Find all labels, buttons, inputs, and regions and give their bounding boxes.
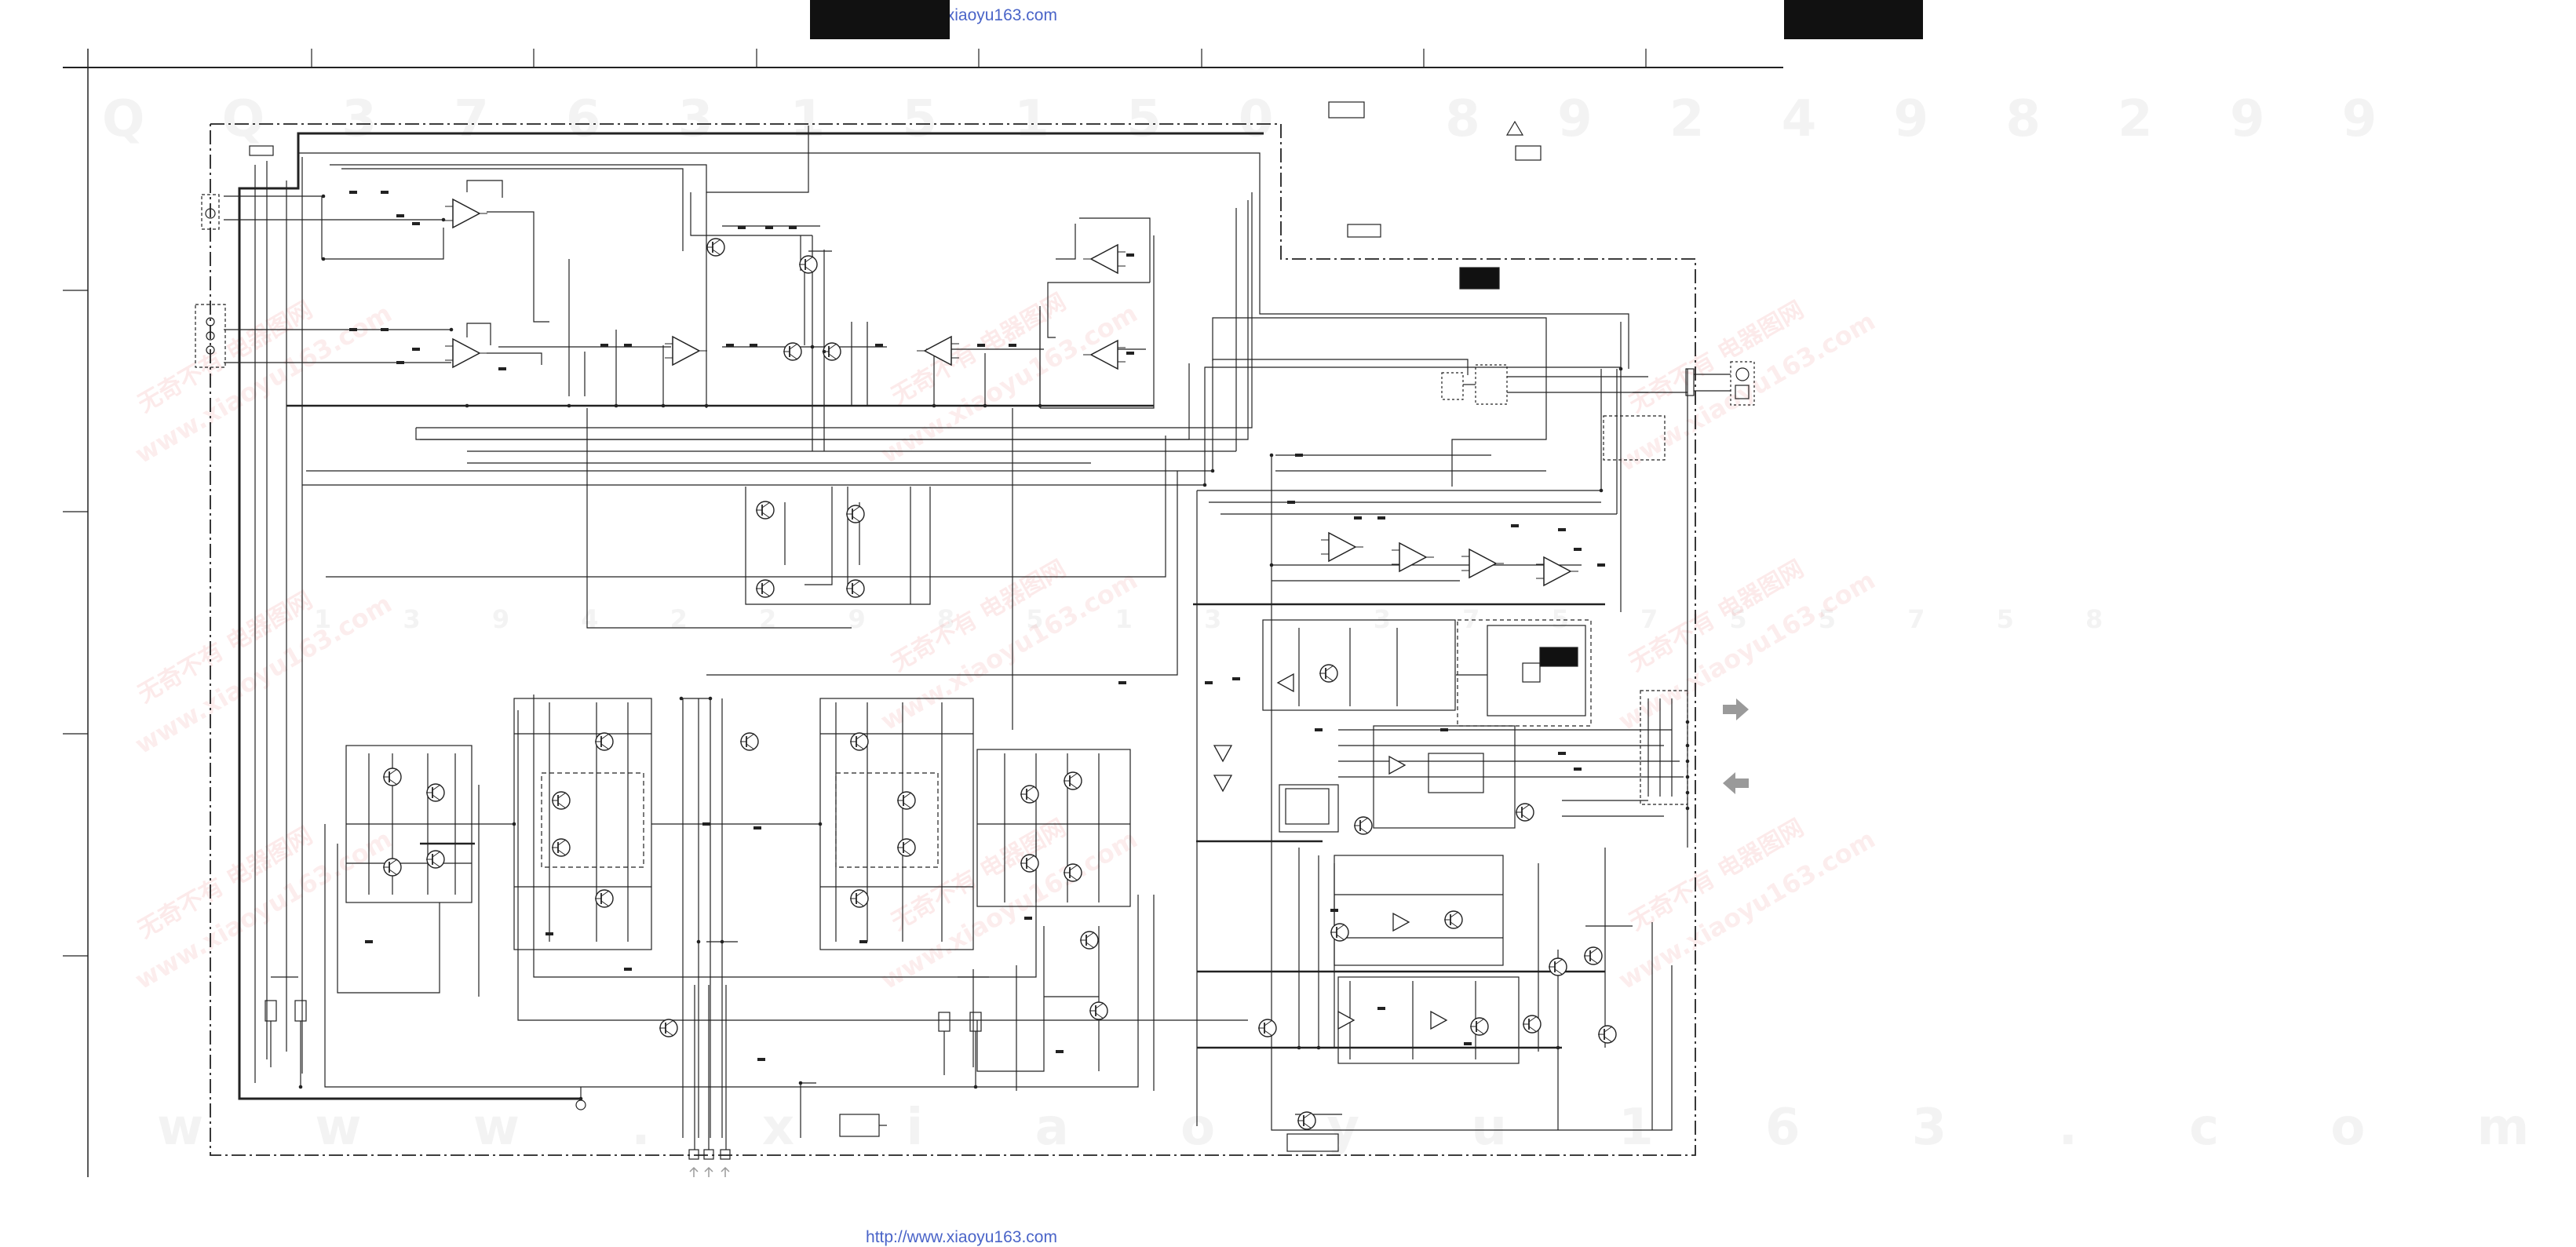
junctions xyxy=(298,194,1690,1101)
header-black-tab-center xyxy=(810,0,950,39)
watermark-digits-top: Q Q 3 7 6 3 1 5 1 5 0 8 9 2 4 9 8 2 9 9 xyxy=(102,90,2407,148)
watermark-url-bottom[interactable]: http://www.xiaoyu163.com xyxy=(866,1228,1057,1246)
transistors xyxy=(382,238,1617,1130)
op-amps xyxy=(444,199,1579,586)
header-black-tab-right xyxy=(1784,0,1923,39)
watermark-digits-middle: 1 3 9 4 2 2 9 8 5 1 3 3 7 5 7 5 5 7 5 8 xyxy=(314,604,2135,634)
buffers xyxy=(1213,673,1447,1030)
watermark-digits-bottom: w w w . x i a o y u 1 6 3 . c o m xyxy=(157,1099,2576,1157)
resistors xyxy=(349,191,1605,1061)
ground-arrows xyxy=(689,1166,730,1177)
signal-arrows xyxy=(1723,698,1749,794)
schematic-diagram xyxy=(63,49,1783,1177)
